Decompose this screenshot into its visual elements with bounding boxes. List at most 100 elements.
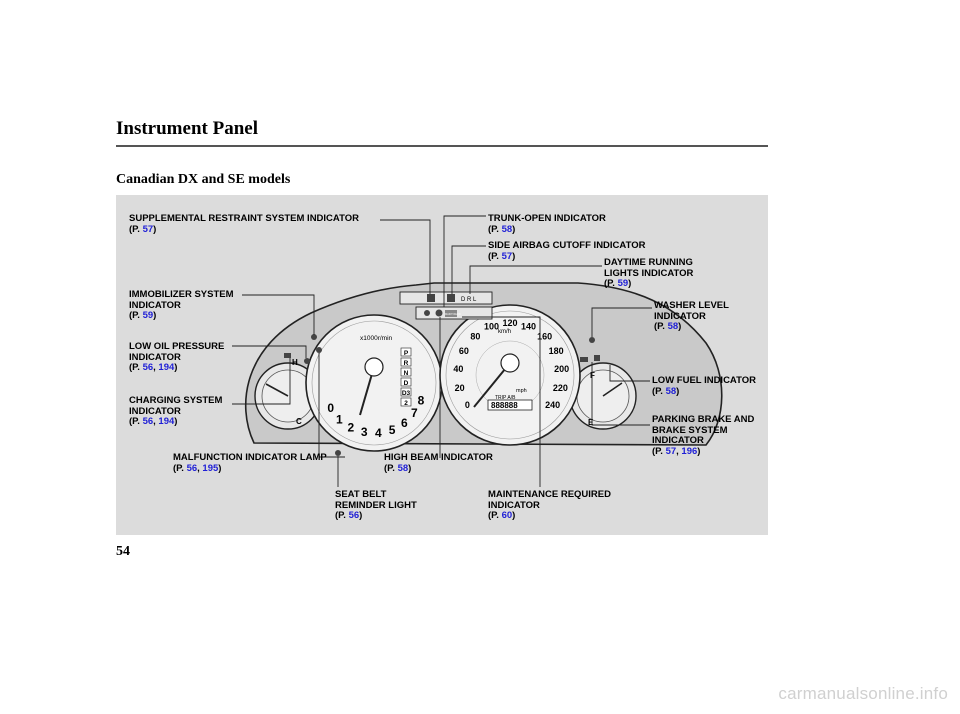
temp-hot-label: H <box>292 358 298 367</box>
tach-number-2: 2 <box>348 421 355 435</box>
callout-side-airbag: SIDE AIRBAG CUTOFF INDICATOR (P. 57) <box>488 240 646 262</box>
gear-position-P: P <box>404 350 409 357</box>
gear-box-D3 <box>400 387 412 397</box>
callout-seat-belt-line-1: SEAT BELT <box>335 489 387 500</box>
callout-charging-line-2: INDICATOR <box>129 405 181 417</box>
speed-number-60: 60 <box>459 346 469 356</box>
fuel-empty-label: E <box>588 418 594 427</box>
speed-number-0: 0 <box>465 400 470 410</box>
callout-charging-line-1: CHARGING SYSTEM <box>129 395 223 406</box>
callout-seat-belt-line-2: REMINDER LIGHT <box>335 499 417 511</box>
speed-unit-kmh: km/h <box>498 329 511 335</box>
mil-indicator <box>316 347 322 353</box>
gear-position-2: 2 <box>404 400 408 407</box>
page-ref-link[interactable]: 56 <box>142 362 154 373</box>
page-ref-link[interactable]: 57 <box>142 223 154 235</box>
gear-position-D: D <box>404 380 409 387</box>
gear-box-D <box>400 377 412 387</box>
tach-number-4: 4 <box>375 426 382 440</box>
speed-number-140: 140 <box>521 322 536 332</box>
gear-box-R <box>400 357 412 367</box>
callout-drl: DAYTIME RUNNING LIGHTS INDICATOR (P. 59) <box>604 257 694 289</box>
indicator-strip <box>399 291 493 305</box>
tach-number-1: 1 <box>336 412 343 426</box>
drl-indicator: D R L <box>461 297 477 303</box>
speed-number-220: 220 <box>553 383 568 393</box>
gear-box-N <box>400 367 412 377</box>
page-number: 54 <box>116 544 130 559</box>
temp-cold-label: C <box>296 417 302 426</box>
page-ref-link[interactable]: 58 <box>397 462 409 474</box>
page-ref-link[interactable]: 194 <box>158 362 175 373</box>
speed-number-180: 180 <box>549 346 564 356</box>
speed-number-240: 240 <box>545 400 560 410</box>
gear-box-P <box>400 347 412 357</box>
callout-parking-line-3: INDICATOR <box>652 435 704 446</box>
callout-immobilizer-line-2: INDICATOR <box>129 299 181 311</box>
callout-maintenance-line-2: INDICATOR <box>488 499 540 511</box>
odometer: 888888 <box>491 401 518 410</box>
callout-immobilizer-line-1: IMMOBILIZER SYSTEM <box>129 289 234 300</box>
callout-trunk: TRUNK-OPEN INDICATOR (P. 58) <box>488 213 606 235</box>
callout-side-airbag-line-1: SIDE AIRBAG CUTOFF INDICATOR <box>488 240 646 251</box>
speed-number-200: 200 <box>554 364 569 374</box>
page-ref-link[interactable]: 60 <box>501 510 513 521</box>
page-ref-link[interactable]: 56 <box>348 510 360 521</box>
low-fuel-indicator <box>594 355 600 361</box>
callout-mil-line-1: MALFUNCTION INDICATOR LAMP <box>173 452 327 463</box>
trip-label: TRIP A/B <box>495 395 516 401</box>
maintenance-indicator-label: MAINT REQD <box>445 313 461 316</box>
page-ref-link[interactable]: 196 <box>681 445 698 457</box>
page-ref-link[interactable]: 58 <box>501 223 513 235</box>
seat-belt-indicator <box>335 450 341 456</box>
fuel-needle <box>602 382 623 397</box>
speed-number-100: 100 <box>484 322 499 332</box>
page-ref-link[interactable]: 56 <box>142 416 154 427</box>
callout-parking-line-2: BRAKE SYSTEM <box>652 424 728 436</box>
callout-immobilizer: IMMOBILIZER SYSTEM INDICATOR (P. 59) <box>129 289 234 321</box>
page-ref-link[interactable]: 58 <box>667 321 679 332</box>
speed-unit-mph: mph <box>516 388 527 394</box>
tach-number-7: 7 <box>411 406 418 420</box>
tach-number-0: 0 <box>327 401 334 415</box>
callout-trunk-line-1: TRUNK-OPEN INDICATOR <box>488 213 606 224</box>
high-beam-indicator <box>424 310 430 316</box>
side-airbag-indicator <box>447 294 455 302</box>
page-ref-link[interactable]: 58 <box>665 385 677 397</box>
tach-unit: x1000r/min <box>360 335 393 342</box>
callout-maintenance: MAINTENANCE REQUIRED INDICATOR (P. 60) <box>488 489 611 521</box>
page-ref-link[interactable]: 59 <box>617 278 629 289</box>
page-ref-link[interactable]: 57 <box>501 250 513 262</box>
callout-high-beam-line-1: HIGH BEAM INDICATOR <box>384 452 493 463</box>
speed-number-80: 80 <box>470 331 480 341</box>
parking-brake-indicator <box>580 357 588 362</box>
callout-washer-line-2: INDICATOR <box>654 310 706 322</box>
page-ref-link[interactable]: 57 <box>665 445 677 457</box>
callout-oil-line-1: LOW OIL PRESSURE <box>129 341 225 352</box>
callout-maintenance-line-1: MAINTENANCE REQUIRED <box>488 489 611 500</box>
gear-position-R: R <box>404 360 409 367</box>
callout-mil: MALFUNCTION INDICATOR LAMP (P. 56, 195) <box>173 452 327 474</box>
callout-oil-line-2: INDICATOR <box>129 351 181 363</box>
immobilizer-indicator <box>311 334 317 340</box>
page-ref-link[interactable]: 194 <box>158 416 175 427</box>
tach-number-6: 6 <box>401 416 408 430</box>
speed-number-20: 20 <box>455 383 465 393</box>
page-ref-link[interactable]: 195 <box>202 462 219 474</box>
gear-box-2 <box>400 397 412 407</box>
gear-position-N: N <box>404 370 409 377</box>
trunk-indicator <box>435 309 443 317</box>
tach-number-3: 3 <box>361 425 368 439</box>
callout-fuel: LOW FUEL INDICATOR (P. 58) <box>652 375 756 397</box>
page-ref-link[interactable]: 56 <box>186 462 198 474</box>
callout-charging: CHARGING SYSTEM INDICATOR (P. 56, 194) <box>129 395 223 427</box>
leader-lines <box>232 215 652 487</box>
speed-number-120: 120 <box>502 318 517 328</box>
watermark: carmanualsonline.info <box>778 684 948 703</box>
charging-indicator <box>284 353 291 358</box>
page-ref-link[interactable]: 59 <box>142 310 154 321</box>
speed-number-160: 160 <box>537 331 552 341</box>
callout-drl-line-1: DAYTIME RUNNING <box>604 257 693 268</box>
